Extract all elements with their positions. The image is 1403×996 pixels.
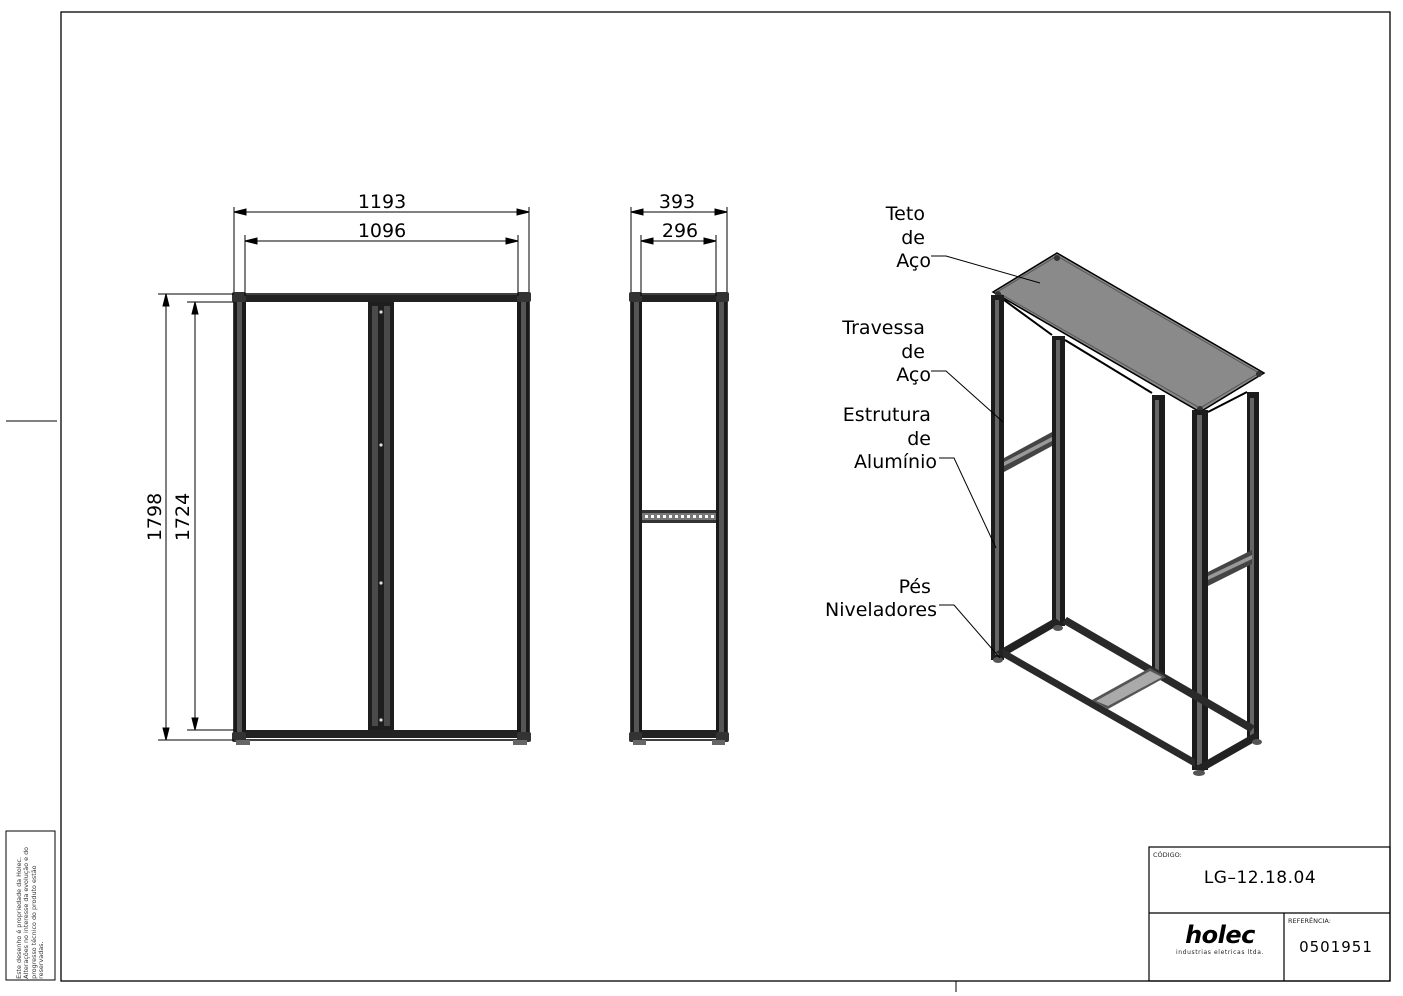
logo-subtitle: industrias eletricas ltda. xyxy=(1176,949,1264,956)
reference-number: 0501951 xyxy=(1299,938,1373,956)
callout-pes: Pés Niveladores xyxy=(825,576,937,621)
callout-estrutura-line3: Alumínio xyxy=(854,451,937,473)
side-note-text: Este desenho é propriedade da Holec. Alt… xyxy=(15,846,46,979)
side-note: Este desenho é propriedade da Holec. Alt… xyxy=(5,830,55,980)
drawing-code: LG–12.18.04 xyxy=(1203,868,1317,888)
dim-height-inner: 1724 xyxy=(172,493,194,541)
front-dimensions xyxy=(158,207,530,741)
side-dimensions xyxy=(630,207,728,296)
callout-travessa: Travessa de Aço xyxy=(841,317,931,386)
note-box xyxy=(5,830,56,981)
callout-teto-line1: Teto xyxy=(885,203,925,225)
front-view xyxy=(232,292,531,745)
isometric-view xyxy=(991,252,1266,776)
callout-travessa-line1: Travessa xyxy=(841,317,925,339)
callout-teto-line2: de xyxy=(901,227,925,249)
dim-width-inner: 1096 xyxy=(358,220,406,242)
callout-estrutura-line1: Estrutura xyxy=(843,404,931,426)
callout-travessa-line3: Aço xyxy=(896,364,931,386)
dim-height-overall: 1798 xyxy=(144,493,166,541)
dim-depth-overall: 393 xyxy=(659,191,695,213)
title-block xyxy=(1148,846,1391,982)
callout-pes-line2: Niveladores xyxy=(825,599,937,621)
callout-pes-line1: Pés xyxy=(899,576,931,598)
callout-estrutura-line2: de xyxy=(907,428,931,450)
callout-travessa-line2: de xyxy=(901,341,925,363)
callout-estrutura: Estrutura de Alumínio xyxy=(843,404,937,473)
company-logo: holec industrias eletricas ltda. xyxy=(1170,922,1270,956)
dim-width-overall: 1193 xyxy=(358,191,406,213)
side-view xyxy=(629,292,729,745)
dim-depth-inner: 296 xyxy=(662,220,698,242)
sheet-border xyxy=(60,11,1391,982)
logo-wordmark: holec xyxy=(1185,921,1255,949)
reference-caption: REFERÊNCIA: xyxy=(1288,917,1331,925)
callout-leaders xyxy=(931,255,1041,659)
callout-teto: Teto de Aço xyxy=(885,203,931,272)
callout-teto-line3: Aço xyxy=(896,250,931,272)
code-caption: CÓDIGO: xyxy=(1153,851,1182,859)
